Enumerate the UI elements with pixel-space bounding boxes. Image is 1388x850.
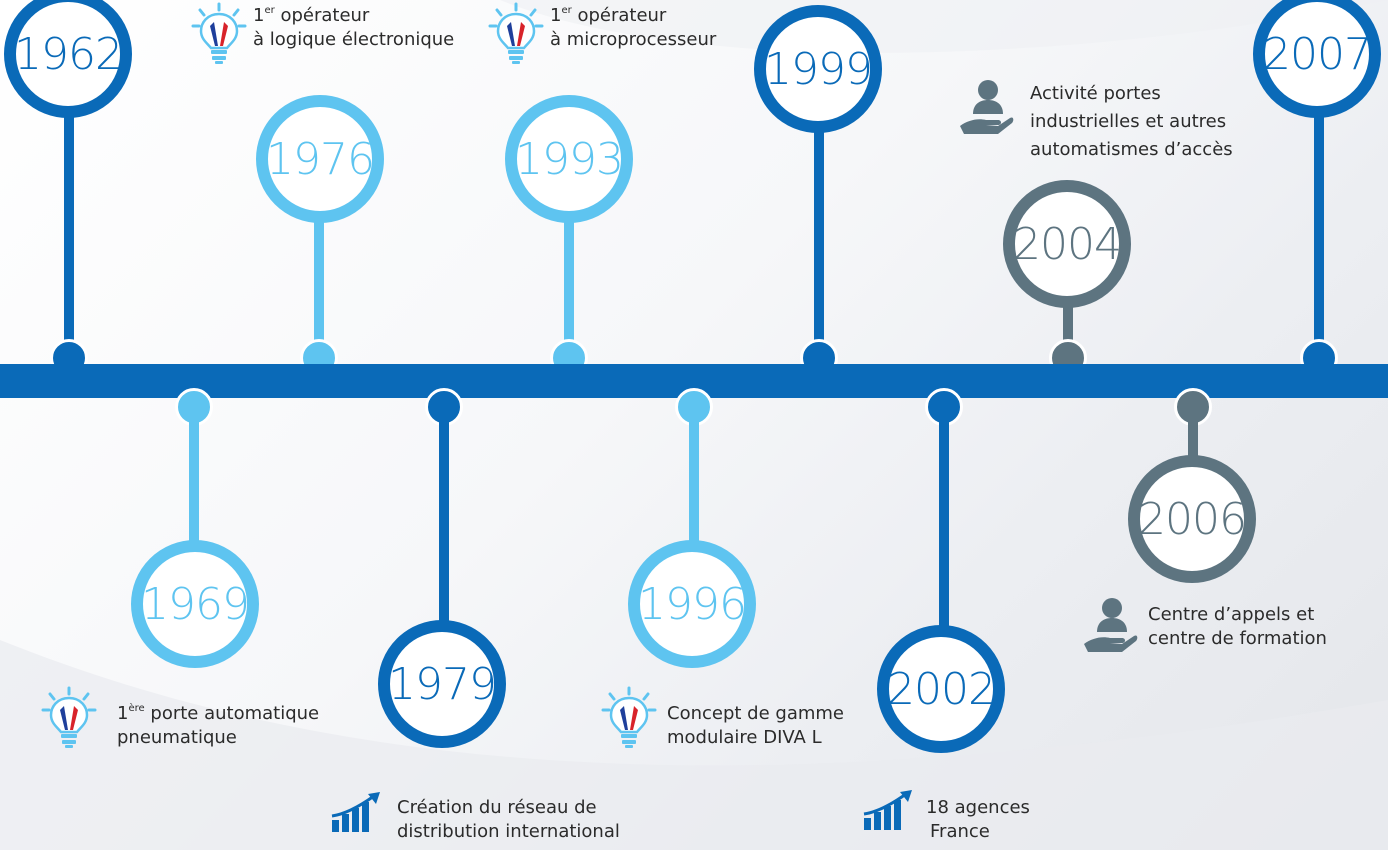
ordinal-suffix: er bbox=[561, 5, 572, 16]
year-label-2007: 2007 bbox=[1263, 28, 1372, 80]
event-label-1976: 1er opérateur à logique électronique bbox=[253, 4, 454, 52]
ordinal-number: 1 bbox=[253, 5, 265, 26]
year-label-1993: 1993 bbox=[515, 133, 624, 185]
label-line-1: 18 agences bbox=[926, 797, 1030, 818]
year-label-1996: 1996 bbox=[638, 578, 747, 630]
stem-2002 bbox=[939, 420, 949, 635]
timeline-dot-2002 bbox=[925, 388, 963, 426]
label-line-1: Activité portes bbox=[1030, 83, 1161, 104]
stem-1979 bbox=[439, 420, 449, 630]
year-label-1962: 1962 bbox=[14, 28, 123, 80]
lightbulb-icon bbox=[191, 2, 247, 64]
label-line-2: industrielles et autres bbox=[1030, 111, 1227, 132]
year-circle-2007: 2007 bbox=[1253, 0, 1381, 118]
stem-1999 bbox=[814, 120, 824, 355]
event-label-1969: 1ère porte automatique pneumatique bbox=[117, 702, 319, 750]
stem-1993 bbox=[564, 210, 574, 355]
lightbulb-icon bbox=[41, 686, 97, 748]
event-label-2002: 18 agences France bbox=[926, 796, 1030, 844]
label-line-1: Création du réseau de bbox=[397, 797, 597, 818]
event-label-2006: Centre d’appels et centre de formation bbox=[1148, 603, 1327, 651]
lightbulb-icon bbox=[601, 686, 657, 748]
year-label-1979: 1979 bbox=[388, 658, 497, 710]
year-circle-1999: 1999 bbox=[754, 5, 882, 133]
stem-1976 bbox=[314, 210, 324, 355]
label-line-2: distribution international bbox=[397, 821, 620, 842]
timeline-dot-1969 bbox=[175, 388, 213, 426]
stem-1996 bbox=[689, 420, 699, 550]
event-label-1993: 1er opérateur à microprocesseur bbox=[550, 4, 716, 52]
label-line-2: centre de formation bbox=[1148, 628, 1327, 649]
year-circle-2004: 2004 bbox=[1003, 180, 1131, 308]
year-circle-1993: 1993 bbox=[505, 95, 633, 223]
hand-person-icon bbox=[1084, 598, 1138, 652]
label-line-1: Concept de gamme bbox=[667, 703, 844, 724]
stem-1969 bbox=[189, 420, 199, 550]
label-line-1: opérateur bbox=[577, 5, 667, 26]
event-label-2004: Activité portes industrielles et autres … bbox=[1030, 80, 1233, 164]
label-line-2: à logique électronique bbox=[253, 29, 455, 50]
label-line-2: France bbox=[930, 821, 990, 842]
hand-person-icon bbox=[960, 80, 1014, 134]
label-line-2: pneumatique bbox=[117, 727, 237, 748]
stem-2006 bbox=[1188, 420, 1198, 465]
year-circle-1976: 1976 bbox=[256, 95, 384, 223]
label-line-1: opérateur bbox=[280, 5, 370, 26]
year-label-1969: 1969 bbox=[141, 578, 250, 630]
year-label-2006: 2006 bbox=[1138, 493, 1247, 545]
stem-2007 bbox=[1314, 105, 1324, 355]
lightbulb-icon bbox=[488, 2, 544, 64]
stem-1962 bbox=[64, 105, 74, 355]
ordinal-number: 1 bbox=[117, 703, 129, 724]
year-label-1999: 1999 bbox=[764, 43, 873, 95]
year-label-1976: 1976 bbox=[266, 133, 375, 185]
label-line-1: Centre d’appels et bbox=[1148, 604, 1315, 625]
year-circle-1979: 1979 bbox=[378, 620, 506, 748]
year-circle-2002: 2002 bbox=[877, 625, 1005, 753]
year-circle-1969: 1969 bbox=[131, 540, 259, 668]
year-circle-1962: 1962 bbox=[4, 0, 132, 118]
label-line-2: modulaire DIVA L bbox=[667, 727, 822, 748]
growth-chart-icon bbox=[863, 790, 912, 830]
ordinal-suffix: ère bbox=[128, 703, 145, 714]
ordinal-number: 1 bbox=[550, 5, 562, 26]
year-circle-2006: 2006 bbox=[1128, 455, 1256, 583]
label-line-1: porte automatique bbox=[150, 703, 320, 724]
ordinal-suffix: er bbox=[264, 5, 275, 16]
year-circle-1996: 1996 bbox=[628, 540, 756, 668]
label-line-3: automatismes d’accès bbox=[1030, 139, 1233, 160]
stem-2004 bbox=[1063, 300, 1073, 355]
event-label-1996: Concept de gamme modulaire DIVA L bbox=[667, 702, 844, 750]
year-label-2004: 2004 bbox=[1013, 218, 1122, 270]
label-line-2: à microprocesseur bbox=[550, 29, 717, 50]
event-label-1979: Création du réseau de distribution inter… bbox=[397, 796, 620, 844]
year-label-2002: 2002 bbox=[887, 663, 996, 715]
growth-chart-icon bbox=[331, 792, 380, 832]
